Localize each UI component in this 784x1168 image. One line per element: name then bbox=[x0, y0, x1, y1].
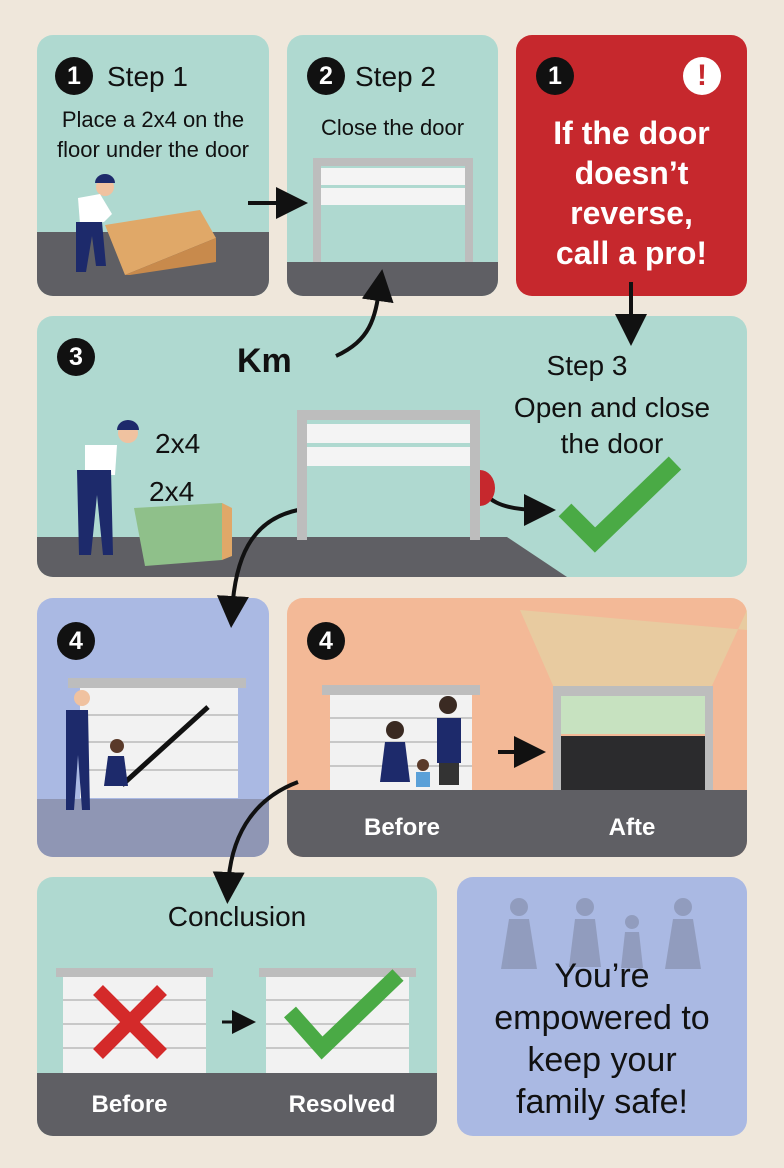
warning-line: reverse, bbox=[570, 195, 693, 231]
warning-panel: 1 ! If the door doesn’t reverse, call a … bbox=[516, 35, 747, 296]
arrow-up-icon bbox=[335, 269, 394, 358]
warning-line: call a pro! bbox=[555, 235, 708, 271]
family-silhouette-icon bbox=[501, 898, 701, 969]
flow-arrows bbox=[212, 187, 647, 1034]
floor bbox=[287, 790, 747, 857]
before-label: Before bbox=[363, 814, 441, 841]
sensor-icon bbox=[480, 470, 495, 506]
step-badge: 3 bbox=[57, 338, 95, 376]
worker-with-box-illustration bbox=[76, 174, 216, 275]
empowered-line: family safe! bbox=[516, 1083, 688, 1121]
step-badge: 4 bbox=[307, 622, 345, 660]
resolved-label: Resolved bbox=[288, 1091, 396, 1118]
warning-line: doesn’t bbox=[574, 155, 689, 191]
parent-child-door-illustration bbox=[66, 678, 246, 810]
odd-label: Km bbox=[237, 342, 292, 380]
step-badge: 1 bbox=[55, 57, 93, 95]
board-label: 2x4 bbox=[149, 476, 195, 507]
step1-panel: 1 Step 1 Place a 2x4 on the floor under … bbox=[37, 35, 269, 296]
step-badge: 4 bbox=[57, 622, 95, 660]
garage-door-icon bbox=[313, 158, 473, 262]
arrow-down-icon bbox=[216, 508, 299, 628]
step-text: Open and close bbox=[513, 392, 711, 423]
step-badge: 2 bbox=[307, 57, 345, 95]
before-label: Before bbox=[91, 1091, 168, 1118]
empowered-panel: You’re empowered to keep your family saf… bbox=[457, 877, 747, 1136]
step-text: the door bbox=[560, 428, 664, 459]
step-badge: 1 bbox=[536, 57, 574, 95]
checkmark-icon bbox=[284, 969, 404, 1060]
step-title: Step 3 bbox=[546, 350, 628, 381]
after-label: Afte bbox=[608, 814, 656, 841]
worker-with-board-illustration bbox=[77, 420, 232, 566]
alert-icon: ! bbox=[683, 57, 721, 95]
garage-door-icon bbox=[297, 410, 495, 540]
conclusion-title: Conclusion bbox=[167, 901, 307, 932]
step-title: Step 1 bbox=[107, 61, 188, 92]
empowered-line: keep your bbox=[527, 1041, 677, 1079]
step-text: floor under the door bbox=[56, 137, 250, 162]
floor bbox=[37, 1073, 437, 1136]
before-after-doors-illustration bbox=[322, 610, 747, 790]
step-title: Step 2 bbox=[355, 61, 436, 92]
arrow-down-icon bbox=[212, 780, 299, 904]
empowered-line: empowered to bbox=[494, 999, 710, 1037]
step-text: Place a 2x4 on the bbox=[61, 107, 245, 132]
before-resolved-doors-illustration bbox=[56, 968, 416, 1073]
cross-icon bbox=[93, 985, 167, 1059]
board-label: 2x4 bbox=[155, 428, 201, 459]
checkmark-icon bbox=[558, 456, 682, 553]
empowered-line: You’re bbox=[554, 957, 650, 995]
floor bbox=[37, 799, 269, 857]
warning-line: If the door bbox=[553, 115, 710, 151]
step-text: Close the door bbox=[320, 115, 465, 140]
